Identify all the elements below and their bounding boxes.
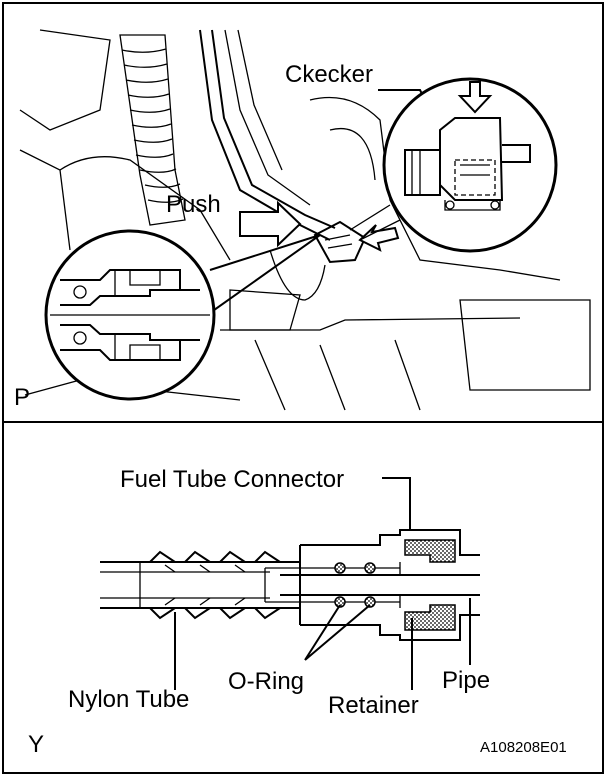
fuel-tube-connector-label: Fuel Tube Connector (120, 466, 344, 493)
engine-background (19, 29, 591, 411)
callout-pointer-right (349, 204, 401, 241)
push-arrow-right (358, 224, 400, 252)
nylon-tube (100, 550, 300, 620)
fuel-tube-connector (264, 529, 480, 641)
top-panel: Ckecker Push P (3, 29, 603, 423)
fuel-tube-connector-leader (382, 477, 411, 530)
o-ring-leader (304, 604, 371, 661)
pipe-label: Pipe (442, 667, 490, 694)
push-arrow (239, 200, 302, 248)
retainer-label: Retainer (328, 692, 419, 719)
bottom-panel: Fuel Tube Connector O-Ring Nylon Tube Re… (28, 466, 567, 758)
checker-label: Ckecker (285, 61, 373, 88)
checker-detail-circle (382, 77, 558, 253)
o-ring-label: O-Ring (228, 668, 304, 695)
push-label: Push (166, 191, 221, 218)
connector-detail-circle (44, 229, 321, 401)
view-label-top: P (14, 384, 30, 411)
nylon-tube-label: Nylon Tube (68, 686, 189, 713)
figure-id: A108208E01 (480, 739, 567, 756)
view-label-bottom: Y (28, 731, 44, 758)
